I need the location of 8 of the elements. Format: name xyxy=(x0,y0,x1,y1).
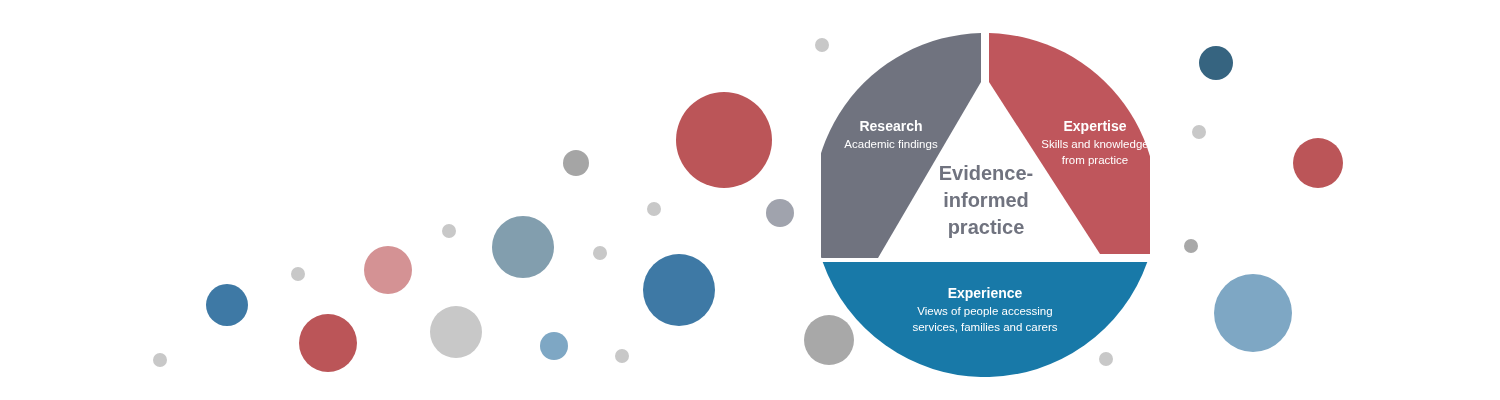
center-title: Evidence-informed practice xyxy=(937,161,1035,240)
segment-description: Academic findings xyxy=(843,137,939,152)
segment-description: Skills and knowledge from practice xyxy=(1040,137,1150,168)
segment-heading: Experience xyxy=(946,285,1024,301)
segment-description: Views of people accessing services, families and carers xyxy=(911,304,1059,335)
segment-heading: Research xyxy=(858,118,924,134)
cycle-segment xyxy=(822,262,1148,377)
segment-heading: Expertise xyxy=(1062,118,1128,134)
